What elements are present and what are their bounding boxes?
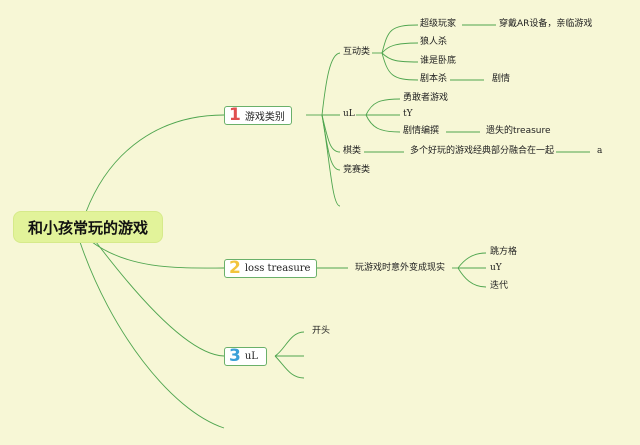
node-ar-device[interactable]: 穿戴AR设备，亲临游戏 [499, 19, 593, 29]
node-a[interactable]: a [597, 146, 603, 156]
number-badge-1: 1 [229, 105, 241, 125]
node-super-player[interactable]: 超级玩家 [420, 19, 457, 29]
node-werewolf[interactable]: 狼人杀 [420, 37, 448, 47]
node-uy[interactable]: uY [490, 263, 502, 273]
branch-game-categories[interactable]: 1 游戏类别 [224, 106, 292, 125]
node-merged-classics[interactable]: 多个好玩的游戏经典部分融合在一起 [410, 146, 555, 156]
node-plot-writing[interactable]: 剧情编撰 [403, 126, 440, 136]
node-script-murder[interactable]: 剧本杀 [420, 74, 448, 84]
number-badge-3: 3 [229, 346, 241, 366]
branch-ul[interactable]: 3 uL [224, 347, 267, 366]
node-undercover[interactable]: 谁是卧底 [420, 56, 457, 66]
node-ul-1[interactable]: uL [343, 109, 355, 119]
node-interactive[interactable]: 互动类 [343, 47, 371, 57]
node-board-games[interactable]: 棋类 [343, 146, 362, 156]
node-competition[interactable]: 竞赛类 [343, 165, 371, 175]
branch-loss-treasure[interactable]: 2 loss treasure [224, 258, 318, 278]
node-plot[interactable]: 剧情 [492, 74, 511, 84]
node-hopscotch[interactable]: 跳方格 [490, 247, 518, 257]
node-iteration[interactable]: 迭代 [490, 281, 509, 291]
node-game-becomes-real[interactable]: 玩游戏时意外变成现实 [355, 263, 446, 273]
node-lost-treasure[interactable]: 遗失的treasure [486, 126, 551, 136]
branch-label: loss treasure [244, 263, 311, 274]
branch-label: 游戏类别 [244, 112, 285, 123]
root-node[interactable]: 和小孩常玩的游戏 [14, 212, 162, 242]
node-jumanji[interactable]: 勇敢者游戏 [403, 93, 449, 103]
node-ty[interactable]: tY [403, 109, 413, 119]
number-badge-2: 2 [229, 258, 241, 278]
node-opening[interactable]: 开头 [312, 326, 331, 336]
branch-label: uL [244, 351, 258, 362]
